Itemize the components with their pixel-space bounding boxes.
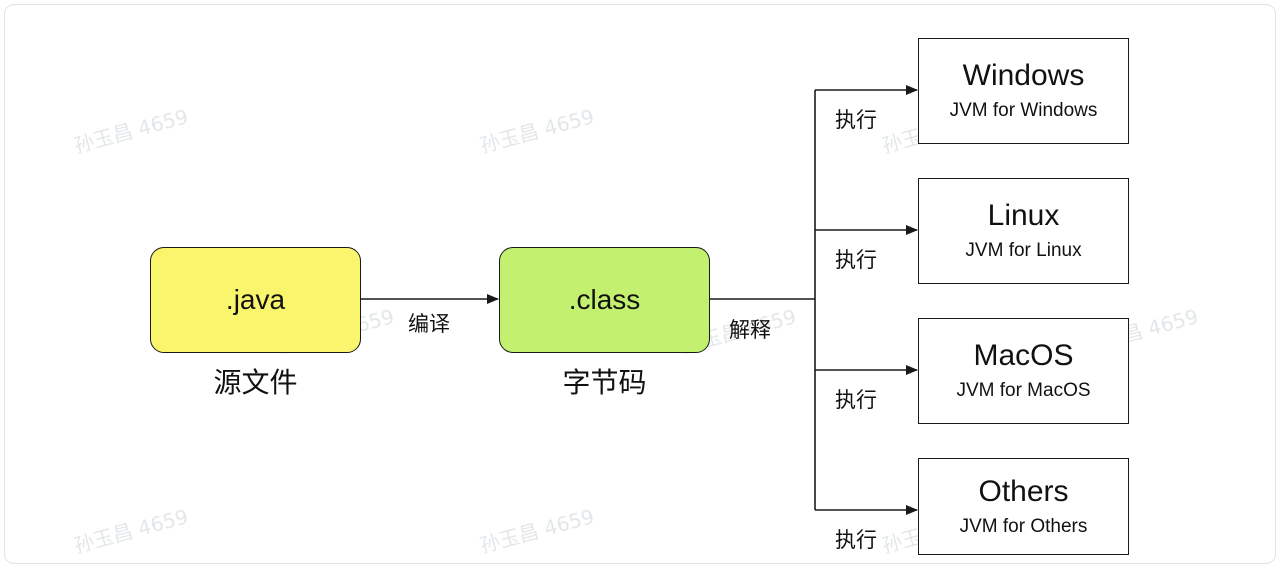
execute-label-macos: 执行 (835, 388, 877, 412)
platform-name: Linux (987, 199, 1060, 232)
bytecode-node: .class (499, 247, 710, 353)
platform-box-macos: MacOS JVM for MacOS (918, 318, 1129, 424)
source-file-caption: 源文件 (213, 366, 298, 399)
platform-box-windows: Windows JVM for Windows (918, 38, 1129, 144)
compile-label: 编译 (408, 312, 450, 336)
platform-box-linux: Linux JVM for Linux (918, 178, 1129, 284)
platform-name: MacOS (973, 339, 1074, 372)
platform-box-others: Others JVM for Others (918, 458, 1129, 555)
platform-jvm-label: JVM for Linux (965, 240, 1082, 261)
execute-label-windows: 执行 (835, 108, 877, 132)
bytecode-caption: 字节码 (562, 366, 647, 399)
execute-label-others: 执行 (835, 528, 877, 552)
platform-jvm-label: JVM for MacOS (956, 380, 1091, 401)
bytecode-label: .class (568, 284, 641, 315)
source-file-node: .java (150, 247, 361, 353)
platform-jvm-label: JVM for Others (959, 515, 1088, 537)
execute-label-linux: 执行 (835, 248, 877, 272)
platform-name: Windows (962, 59, 1085, 92)
source-file-label: .java (225, 284, 286, 315)
platform-name: Others (978, 474, 1069, 508)
interpret-label: 解释 (729, 318, 771, 342)
platform-jvm-label: JVM for Windows (949, 100, 1098, 121)
